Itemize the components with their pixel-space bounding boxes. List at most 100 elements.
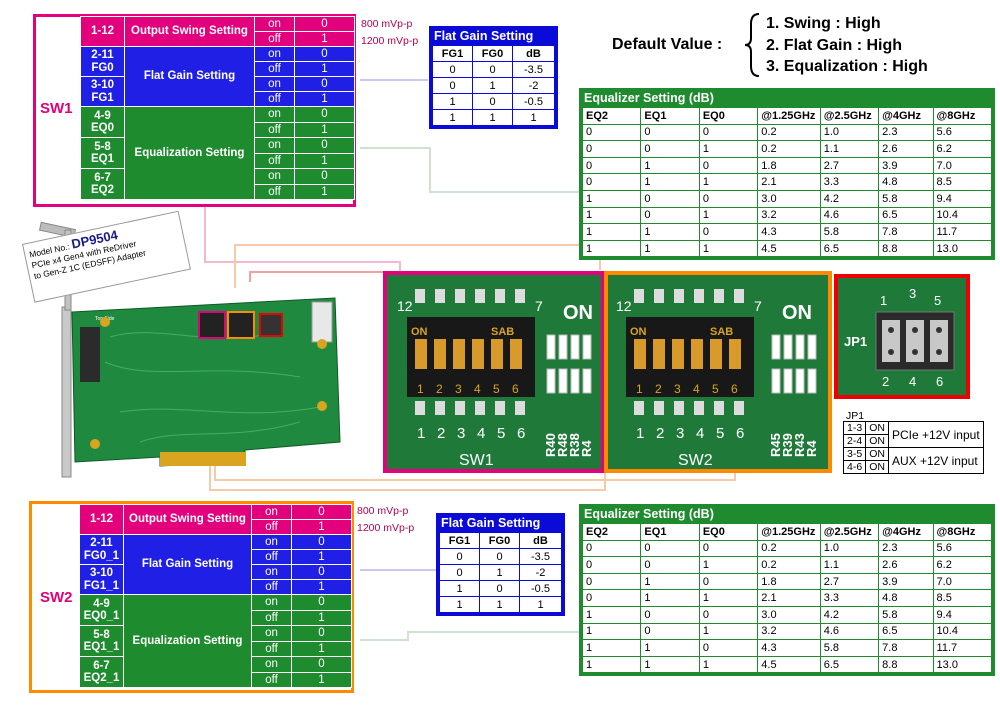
- sw1-eq1-off-val: 1: [294, 152, 355, 169]
- sw1-swing-pins: 1-12: [80, 16, 125, 47]
- equalizer-cell: 0.2: [757, 539, 821, 558]
- equalizer-title-1: Equalizer Setting (dB): [584, 91, 714, 105]
- equalizer-cell: 9.4: [932, 605, 993, 624]
- equalizer-cell: 1: [640, 639, 700, 657]
- sw1-eq2-off: off: [254, 183, 295, 200]
- equalizer-cell: 1: [581, 239, 642, 258]
- equalizer-cell: 11.7: [932, 639, 993, 657]
- sw1-num: 6: [517, 425, 525, 442]
- jp1-pin-5: 5: [934, 293, 941, 308]
- equalizer-cell: 2.6: [878, 556, 934, 574]
- sw1-resistor: R38: [567, 433, 582, 457]
- sw2-label: SW2: [40, 589, 73, 606]
- equalizer-header-cell: EQ1: [640, 107, 700, 125]
- sw1-inner-num: 4: [474, 382, 481, 396]
- sw1-eq0-off: off: [254, 121, 295, 138]
- equalizer-cell: 3.0: [757, 605, 821, 624]
- equalizer-cell: 0: [640, 539, 700, 558]
- equalizer-cell: 8.5: [932, 589, 993, 607]
- jp1-row-pins: 3-5: [842, 447, 867, 461]
- sw2-eq1-on: on: [251, 625, 292, 642]
- fg-cell: -3.5: [512, 61, 555, 78]
- equalizer-cell: 8.5: [932, 173, 993, 191]
- sw2-inner-num: 4: [693, 382, 700, 396]
- sw1-eq1-off: off: [254, 152, 295, 169]
- equalizer-cell: 1: [640, 655, 700, 674]
- sw1-on-text: ON: [563, 302, 593, 324]
- sw2-resistor: R43: [792, 433, 807, 457]
- fg-header-fg0: FG0: [472, 45, 513, 62]
- equalizer-cell: 2.1: [757, 173, 821, 191]
- equalizer-header-cell: @2.5GHz: [819, 107, 880, 125]
- equalizer-cell: 0: [581, 123, 642, 142]
- equalizer-cell: 0: [698, 156, 759, 175]
- sw1-eq1-on: on: [254, 137, 295, 154]
- equalizer-cell: 1.1: [819, 140, 880, 158]
- sw1-fg1-on: on: [254, 76, 295, 92]
- default-swing: 1. Swing : High: [766, 15, 881, 32]
- equalizer-cell: 1: [640, 156, 700, 175]
- equalizer-title-2: Equalizer Setting (dB): [584, 507, 714, 521]
- default-value-items: 1. Swing : High 2. Flat Gain : High 3. E…: [766, 13, 928, 78]
- sw2-eq0-on: on: [251, 594, 292, 611]
- flat-gain-title-2: Flat Gain Setting: [441, 516, 541, 530]
- equalizer-cell: 0: [698, 189, 759, 208]
- equalizer-cell: 4.2: [819, 189, 880, 208]
- equalizer-header-cell: @8GHz: [932, 107, 993, 125]
- sw1-board-label: SW1: [459, 452, 494, 469]
- equalizer-cell: 1: [581, 605, 642, 624]
- fg-cell: 1: [479, 596, 520, 613]
- sw2-switch-brand: SAB: [710, 326, 733, 338]
- fg-cell: 0: [432, 77, 473, 94]
- fg-cell: 1: [472, 109, 513, 126]
- equalizer-cell: 3.9: [878, 572, 934, 591]
- equalizer-cell: 5.6: [932, 539, 993, 558]
- jp1-row-state: ON: [865, 434, 889, 448]
- fg-cell: -2: [512, 77, 555, 94]
- equalizer-cell: 0: [581, 173, 642, 191]
- fg-cell: 0: [472, 93, 513, 110]
- equalizer-cell: 1: [698, 655, 759, 674]
- equalizer-cell: 4.6: [819, 206, 880, 225]
- equalizer-header-cell: @8GHz: [932, 523, 993, 541]
- jp1-pin-3: 3: [909, 286, 916, 301]
- sw1-eq1-on-val: 0: [294, 137, 355, 154]
- fg-cell: 0: [472, 61, 513, 78]
- equalizer-cell: 0: [640, 189, 700, 208]
- sw2-fg0-off-val: 1: [291, 549, 352, 565]
- fg-cell: 0: [479, 580, 520, 597]
- equalizer-cell: 0: [698, 123, 759, 142]
- equalizer-cell: 0: [581, 539, 642, 558]
- equalizer-cell: 2.6: [878, 140, 934, 158]
- equalizer-cell: 1: [640, 572, 700, 591]
- fg-cell: -3.5: [519, 548, 562, 565]
- sw1-pin-7: 7: [535, 298, 543, 314]
- equalizer-cell: 7.8: [878, 223, 934, 241]
- fg-cell: 0: [439, 564, 480, 581]
- jp1-row-desc: PCIe +12V input: [887, 421, 984, 448]
- equalizer-cell: 1: [698, 206, 759, 225]
- equalizer-cell: 1: [581, 622, 642, 641]
- equalizer-cell: 0: [581, 589, 642, 607]
- jp1-board-label: JP1: [844, 334, 867, 349]
- equalizer-header-cell: EQ0: [698, 107, 759, 125]
- sw1-mvp-notes: 800 mVp-p 1200 mVp-p: [361, 16, 418, 50]
- equalizer-cell: 3.3: [819, 589, 880, 607]
- sw2-num: 1: [636, 425, 644, 442]
- sw1-fg1-off: off: [254, 91, 295, 107]
